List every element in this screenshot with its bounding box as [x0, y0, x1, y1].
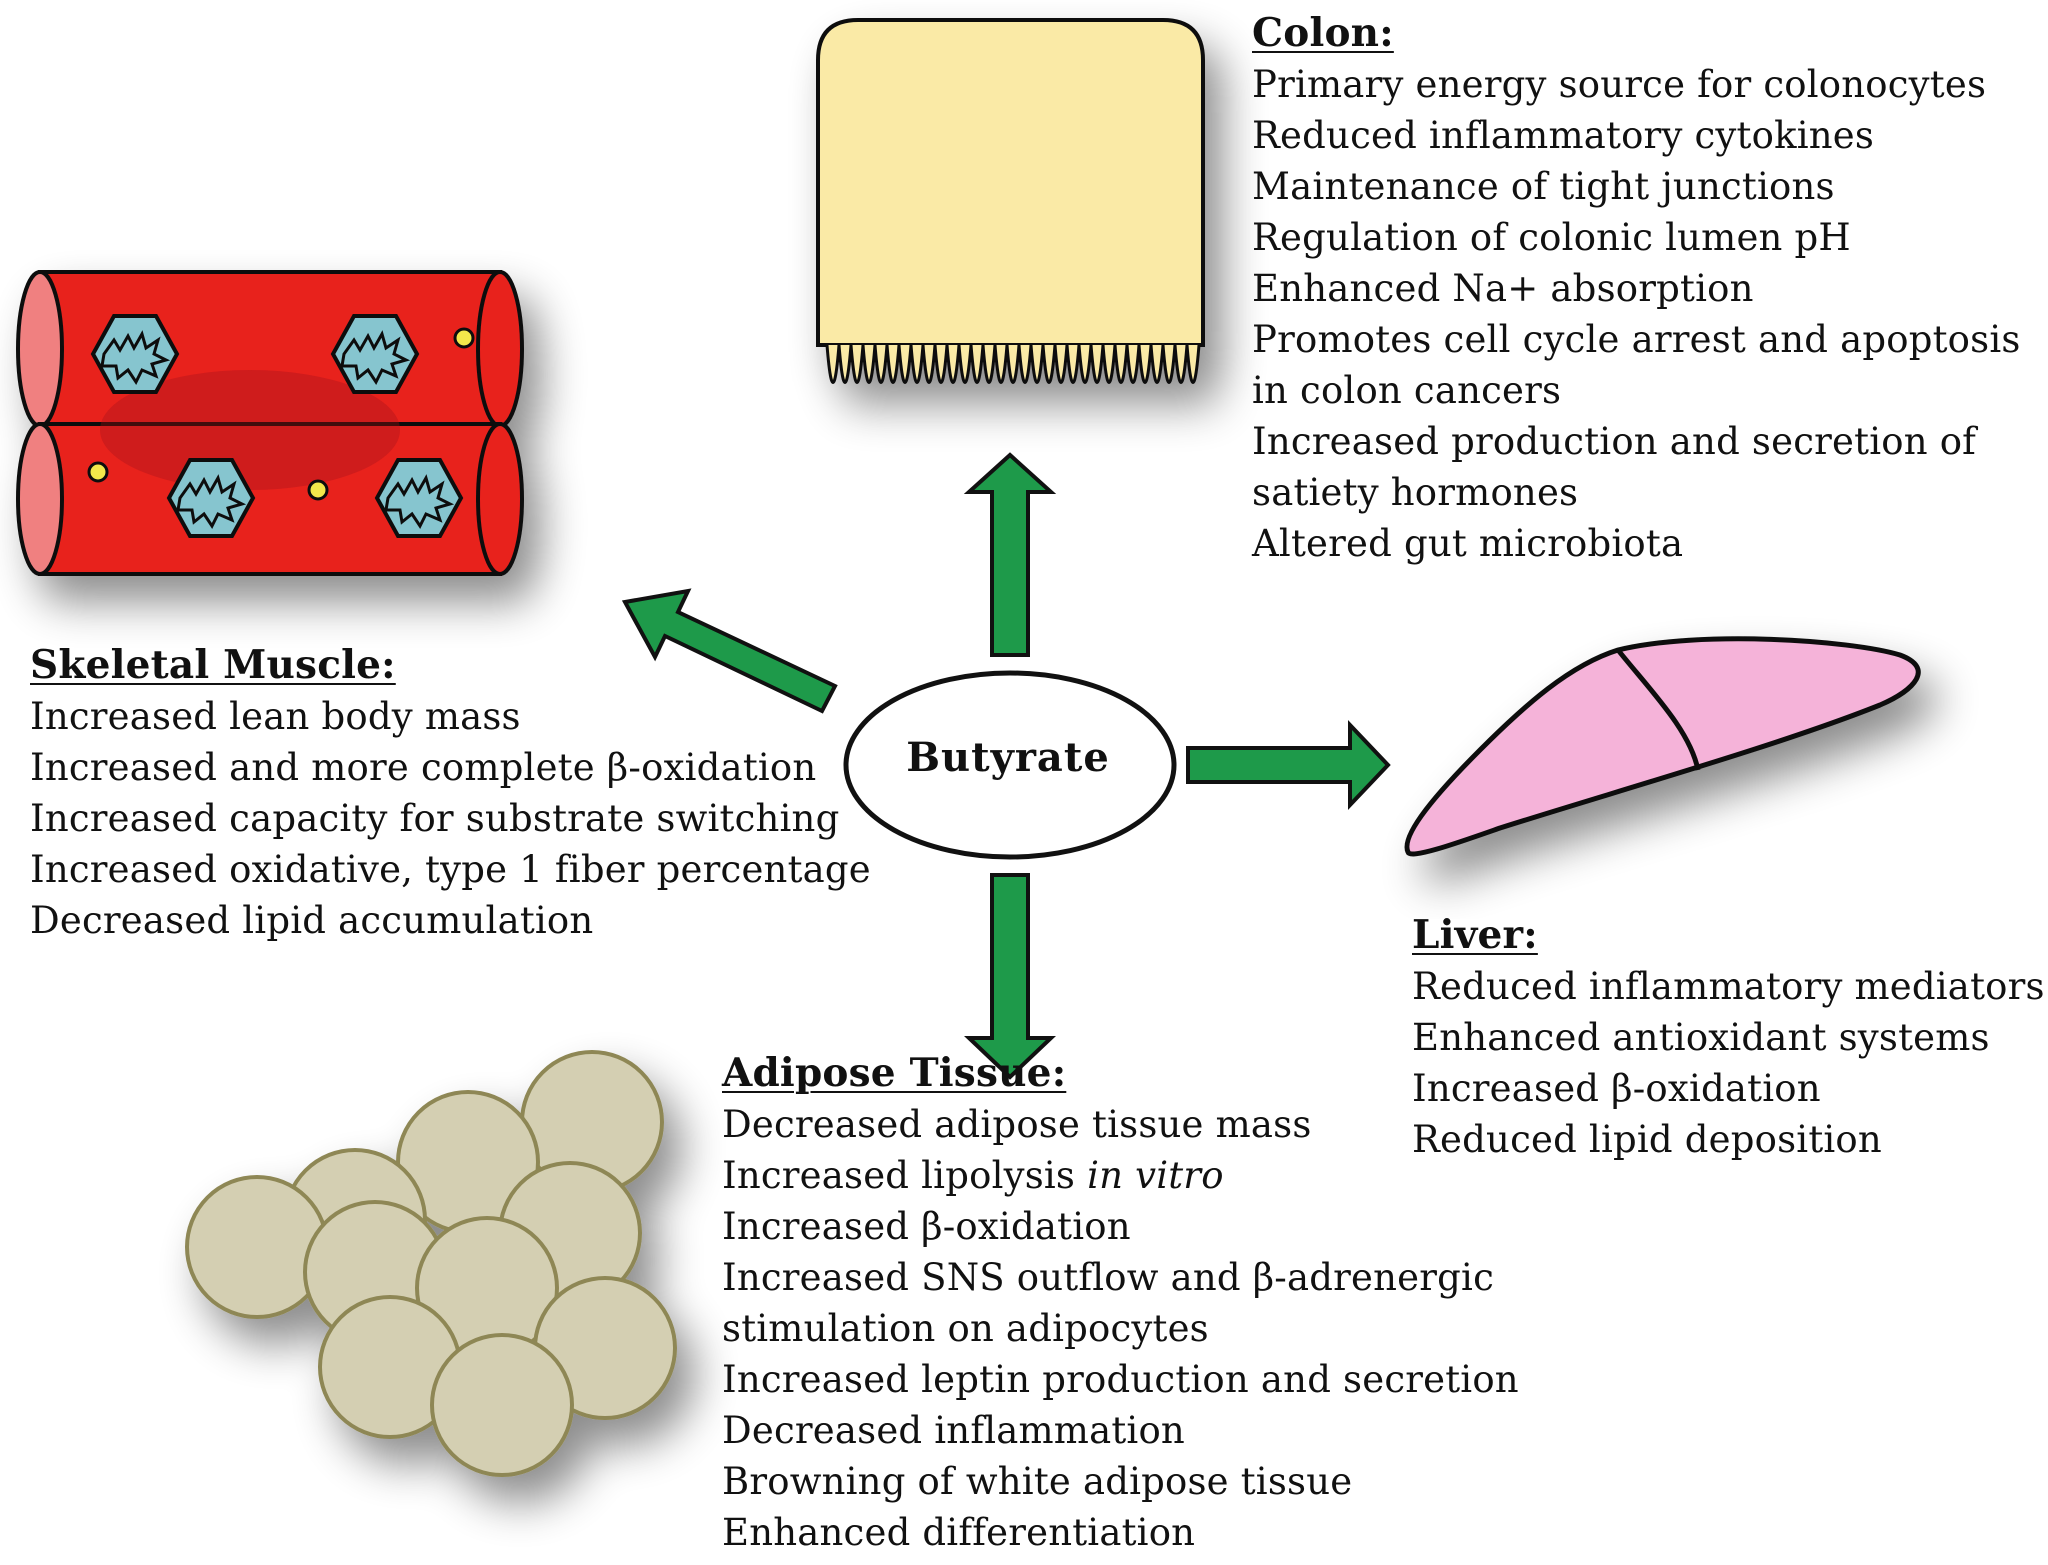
mitochondrion-dot	[87, 461, 109, 483]
adipose-heading: Adipose Tissue:	[722, 1050, 1067, 1096]
liver-illustration	[1404, 636, 1921, 857]
muscle-nucleus	[90, 314, 180, 394]
liver-effect-item: Reduced lipid deposition	[1412, 1118, 1882, 1161]
skeletal-muscle-effect-item: Increased oxidative, type 1 fiber percen…	[30, 848, 871, 891]
arrow-to-skeletal-muscle	[621, 588, 838, 714]
liver-effect-item: Increased β-oxidation	[1412, 1067, 1821, 1110]
colonocyte-body	[816, 18, 1205, 347]
liver-effect-item: Reduced inflammatory mediators	[1412, 965, 2045, 1008]
liver-heading: Liver:	[1412, 912, 1538, 958]
colon-effects-block: Colon: Primary energy source for colonoc…	[1252, 8, 2021, 569]
skeletal-muscle-heading: Skeletal Muscle:	[30, 642, 396, 688]
adipose-effect-text: Increased lipolysis	[722, 1154, 1088, 1197]
butyrate-node	[843, 670, 1177, 860]
adipose-effect-item: Browning of white adipose tissue	[722, 1460, 1353, 1503]
colon-effect-item: Altered gut microbiota	[1252, 522, 1684, 565]
microvilli-brush-border	[825, 344, 1201, 384]
skeletal-muscle-illustration	[16, 270, 524, 576]
adipose-effect-item: stimulation on adipocytes	[722, 1307, 1209, 1350]
mitochondrion-dot	[453, 327, 475, 349]
liver-lobe-division	[1616, 648, 1701, 771]
colon-effect-item: Promotes cell cycle arrest and apoptosis	[1252, 318, 2021, 361]
skeletal-muscle-effects-block: Skeletal Muscle: Increased lean body mas…	[30, 640, 871, 946]
butyrate-label: Butyrate	[906, 734, 1110, 781]
liver-effects-block: Liver: Reduced inflammatory mediators En…	[1412, 910, 2045, 1165]
adipose-effect-item: Increased β-oxidation	[722, 1205, 1131, 1248]
muscle-nucleus	[166, 458, 256, 538]
adipose-effect-item: Decreased inflammation	[722, 1409, 1185, 1452]
skeletal-muscle-effect-item: Increased and more complete β-oxidation	[30, 746, 817, 789]
colon-effect-item: Maintenance of tight junctions	[1252, 165, 1835, 208]
colon-effect-item: satiety hormones	[1252, 471, 1579, 514]
muscle-nucleus	[330, 314, 420, 394]
colon-effect-item: Reduced inflammatory cytokines	[1252, 114, 1875, 157]
adipose-effect-italic-qualifier: in vitro	[1087, 1154, 1224, 1197]
adipose-illustration	[185, 1050, 677, 1477]
colon-effect-item: Primary energy source for colonocytes	[1252, 63, 1987, 106]
colon-effect-item: Regulation of colonic lumen pH	[1252, 216, 1851, 259]
adipocyte	[185, 1175, 329, 1319]
muscle-nucleus	[374, 458, 464, 538]
adipose-effect-item: Increased SNS outflow and β-adrenergic	[722, 1256, 1494, 1299]
colon-effect-item: Enhanced Na+ absorption	[1252, 267, 1754, 310]
adipose-effect-item: Enhanced differentiation	[722, 1511, 1196, 1554]
adipocyte	[430, 1333, 574, 1477]
arrow-to-adipose	[963, 873, 1057, 1080]
mitochondrion-dot	[307, 479, 329, 501]
colon-effect-item: Increased production and secretion of	[1252, 420, 1977, 463]
liver-effect-item: Enhanced antioxidant systems	[1412, 1016, 1990, 1059]
colon-cell-illustration	[816, 18, 1205, 384]
colon-heading: Colon:	[1252, 10, 1394, 56]
skeletal-muscle-effect-item: Increased lean body mass	[30, 695, 521, 738]
colon-effect-item: in colon cancers	[1252, 369, 1562, 412]
adipose-effect-item: Decreased adipose tissue mass	[722, 1103, 1312, 1146]
liver-shape	[1404, 636, 1921, 857]
arrow-to-colon	[963, 452, 1057, 657]
adipose-effects-block: Adipose Tissue: Decreased adipose tissue…	[722, 1048, 1519, 1558]
skeletal-muscle-effect-item: Increased capacity for substrate switchi…	[30, 797, 840, 840]
arrow-to-liver	[1186, 719, 1391, 811]
skeletal-muscle-effect-item: Decreased lipid accumulation	[30, 899, 594, 942]
adipose-effect-item: Increased lipolysis in vitro	[722, 1150, 1519, 1201]
adipose-effect-item: Increased leptin production and secretio…	[722, 1358, 1519, 1401]
